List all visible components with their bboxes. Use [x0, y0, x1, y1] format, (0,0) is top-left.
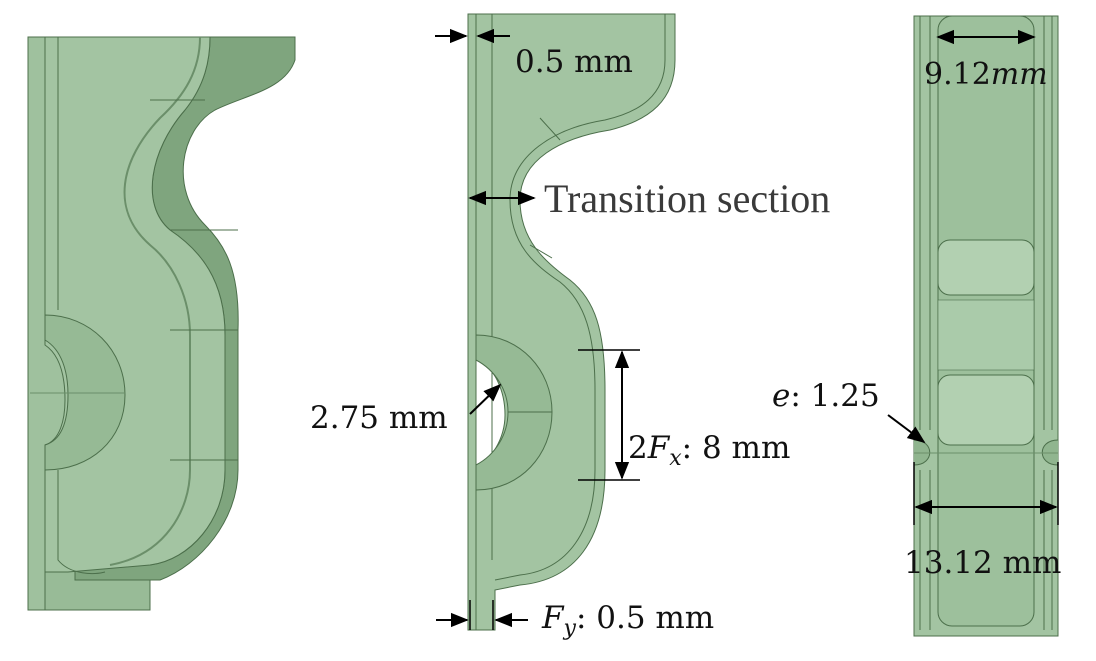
right-band-3: [937, 374, 1035, 446]
top-width-value: 9.12: [924, 57, 991, 92]
e-var: e: [772, 378, 790, 414]
right-band-1: [937, 239, 1035, 296]
fy-sub: y: [563, 616, 577, 641]
dimension-labels: 0.5 mm Transition section 2.75 mm 2Fx: 8…: [310, 44, 1061, 641]
fy-label: Fy: 0.5 mm: [541, 600, 714, 641]
radius-leader: [469, 383, 502, 415]
middle-profile-view: [467, 13, 676, 631]
middle-profile-body: [475, 13, 676, 631]
fx-value: : 8 mm: [682, 430, 791, 466]
right-rail-lines: [919, 16, 1053, 630]
thickness-label: 0.5 mm: [515, 44, 633, 80]
fx-var: F: [647, 430, 671, 466]
left-section-lines: [150, 99, 238, 461]
fy-var: F: [541, 600, 565, 636]
e-leader: [887, 414, 926, 444]
fx-sub: x: [669, 446, 682, 471]
e-value: : 1.25: [790, 378, 879, 414]
middle-thin-plate: [467, 13, 477, 631]
fx-label: 2Fx: 8 mm: [628, 430, 790, 471]
left-3d-view: [27, 36, 296, 611]
left-groove: [109, 36, 201, 566]
right-front-view: [913, 15, 1059, 637]
fy-value: : 0.5 mm: [576, 600, 714, 636]
top-width-label: 9.12mm: [924, 57, 1048, 92]
middle-section-lines: [508, 117, 561, 413]
radius-label: 2.75 mm: [310, 400, 448, 436]
top-width-unit: mm: [991, 57, 1048, 92]
e-label: e: 1.25: [772, 378, 880, 414]
left-inner-rim: [57, 37, 106, 574]
transition-label: Transition section: [544, 176, 830, 221]
fx-prefix: 2: [628, 430, 648, 466]
middle-profile-rim: [494, 14, 666, 581]
bottom-width-label: 13.12 mm: [904, 545, 1061, 581]
dimension-lines: [435, 28, 1059, 630]
right-band-2: [937, 299, 1035, 371]
